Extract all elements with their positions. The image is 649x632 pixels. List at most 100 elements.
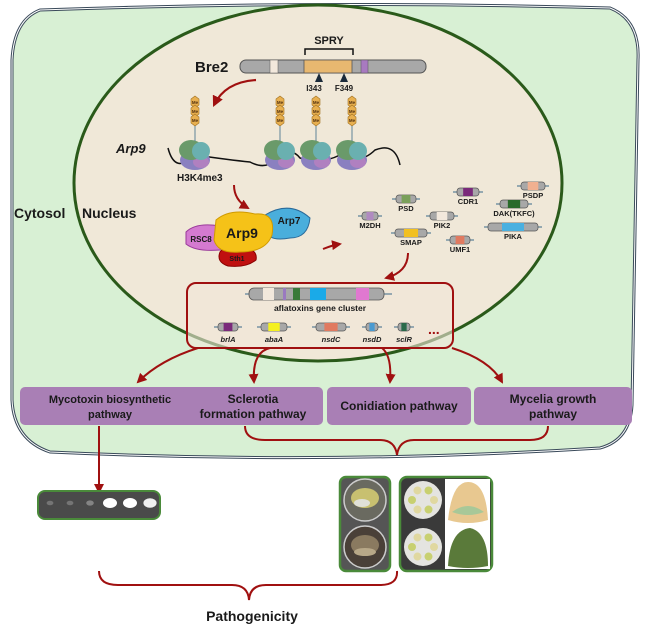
fungal-colony bbox=[413, 533, 422, 542]
bre2-protein: Bre2 SPRY I343 F349 bbox=[195, 35, 427, 93]
mutation-marker-f349 bbox=[340, 73, 348, 82]
gene-nsdd: nsdD bbox=[362, 322, 382, 344]
conidiation-mycelia-photo-panel bbox=[398, 475, 494, 573]
arp9-gene-label: Arp9 bbox=[115, 141, 146, 156]
pathway-arrows bbox=[136, 347, 503, 384]
pathway-label-line1: Sclerotia bbox=[228, 392, 279, 406]
methyl-label: Me bbox=[192, 118, 199, 123]
rsc8-label: RSC8 bbox=[190, 235, 212, 244]
gene-smap: SMAP bbox=[391, 228, 431, 247]
gene-label: PSDP bbox=[523, 191, 543, 200]
gene-label: nsdC bbox=[322, 335, 341, 344]
pathway-label-line1: Mycelia growth bbox=[510, 392, 597, 406]
methyl-label: Me bbox=[277, 109, 284, 114]
spry-bracket bbox=[304, 48, 354, 55]
pathway-label-line2: pathway bbox=[529, 407, 577, 421]
sth1-label: Sth1 bbox=[229, 256, 244, 263]
gene-daktkfc: DAK(TKFC) bbox=[493, 199, 535, 218]
gene-label: abaA bbox=[265, 335, 283, 344]
pathway-label-line2: pathway bbox=[88, 409, 133, 421]
pathway-box: Conidiation pathway bbox=[327, 387, 471, 425]
methyl-label: Me bbox=[192, 100, 199, 105]
fungal-colony bbox=[430, 496, 438, 504]
gene-cdr1: CDR1 bbox=[453, 187, 483, 206]
fungal-colony bbox=[408, 496, 416, 504]
gene-label: CDR1 bbox=[458, 197, 478, 206]
gene-cluster-box: aflatoxins gene cluster brlA abaA nsdC nsdD… bbox=[186, 282, 454, 349]
arp7-label: Arp7 bbox=[278, 216, 301, 227]
aflatoxin-cluster-label: aflatoxins gene cluster bbox=[274, 303, 367, 313]
pathway-label-line2: formation pathway bbox=[200, 407, 307, 421]
gene-label: M2DH bbox=[359, 221, 380, 230]
methyl-label: Me bbox=[349, 100, 356, 105]
fungal-colony bbox=[408, 543, 416, 551]
gene-label: nsdD bbox=[363, 335, 382, 344]
gene-pik2: PIK2 bbox=[426, 211, 458, 230]
gene-sclr: sclR bbox=[394, 322, 414, 344]
arrow-bre2-to-chromatin bbox=[212, 78, 257, 107]
methyl-label: Me bbox=[349, 109, 356, 114]
tlc-spot bbox=[103, 498, 117, 508]
gene-umf1: UMF1 bbox=[446, 235, 474, 254]
gene-pika: PIKA bbox=[484, 222, 542, 241]
gene-psd: PSD bbox=[392, 194, 420, 213]
tlc-spot bbox=[66, 500, 74, 506]
pathogenicity-bracket bbox=[98, 570, 399, 601]
nucleus bbox=[72, 3, 564, 363]
methyl-label: Me bbox=[349, 118, 356, 123]
more-genes-ellipsis: ... bbox=[428, 321, 440, 337]
gene-m2dh: M2DH bbox=[358, 211, 382, 230]
fungal-colony bbox=[424, 533, 433, 542]
fungal-colony bbox=[424, 552, 433, 561]
fungal-colony bbox=[424, 505, 433, 514]
methyl-label: Me bbox=[313, 118, 320, 123]
gene-label: PIKA bbox=[504, 232, 523, 241]
tlc-spot bbox=[86, 500, 94, 506]
h3k4me3-label: H3K4me3 bbox=[177, 173, 223, 184]
methyl-label: Me bbox=[313, 100, 320, 105]
pathway-label-line1: Mycotoxin biosynthetic bbox=[49, 394, 171, 406]
arp9-protein-label: Arp9 bbox=[226, 225, 258, 241]
pathway-box: Mycotoxin biosynthetic pathway bbox=[20, 387, 200, 425]
arrow-complex-to-targets bbox=[322, 240, 342, 251]
tlc-plate bbox=[37, 490, 161, 520]
methyl-label: Me bbox=[277, 100, 284, 105]
tlc-spot bbox=[46, 500, 54, 506]
gene-label: brlA bbox=[221, 335, 236, 344]
gene-label: PSD bbox=[398, 204, 414, 213]
aflatoxin-cluster-gene bbox=[245, 287, 392, 301]
cytosol-label: Cytosol bbox=[14, 205, 65, 221]
arrow-mark-to-complex bbox=[233, 184, 250, 209]
mutation-i343: I343 bbox=[306, 84, 322, 93]
pathway-label-line1: Conidiation pathway bbox=[340, 399, 458, 413]
arp9-blob bbox=[213, 211, 274, 253]
mutation-marker-i343 bbox=[315, 73, 323, 82]
gene-nsdc: nsdC bbox=[312, 322, 350, 344]
pathway-boxes: Mycotoxin biosynthetic pathway Sclerotiafo… bbox=[20, 387, 632, 425]
arp9-complex: Arp7 RSC8 Sth1 Arp9 bbox=[185, 207, 311, 267]
phenotype-bracket bbox=[244, 425, 549, 456]
gene-label: SMAP bbox=[400, 238, 422, 247]
sclerotia-photo-panel bbox=[338, 475, 392, 573]
gene-label: PIK2 bbox=[434, 221, 451, 230]
fungal-colony bbox=[424, 486, 433, 495]
methyl-label: Me bbox=[313, 109, 320, 114]
gene-label: UMF1 bbox=[450, 245, 470, 254]
tlc-spot bbox=[123, 498, 137, 508]
spry-domain bbox=[303, 59, 353, 74]
methyl-label: Me bbox=[192, 109, 199, 114]
tlc-spot bbox=[143, 498, 157, 508]
fungal-colony bbox=[430, 543, 438, 551]
fungal-colony bbox=[413, 486, 422, 495]
fungal-colony bbox=[413, 505, 422, 514]
pathogenicity-label: Pathogenicity bbox=[206, 608, 298, 624]
